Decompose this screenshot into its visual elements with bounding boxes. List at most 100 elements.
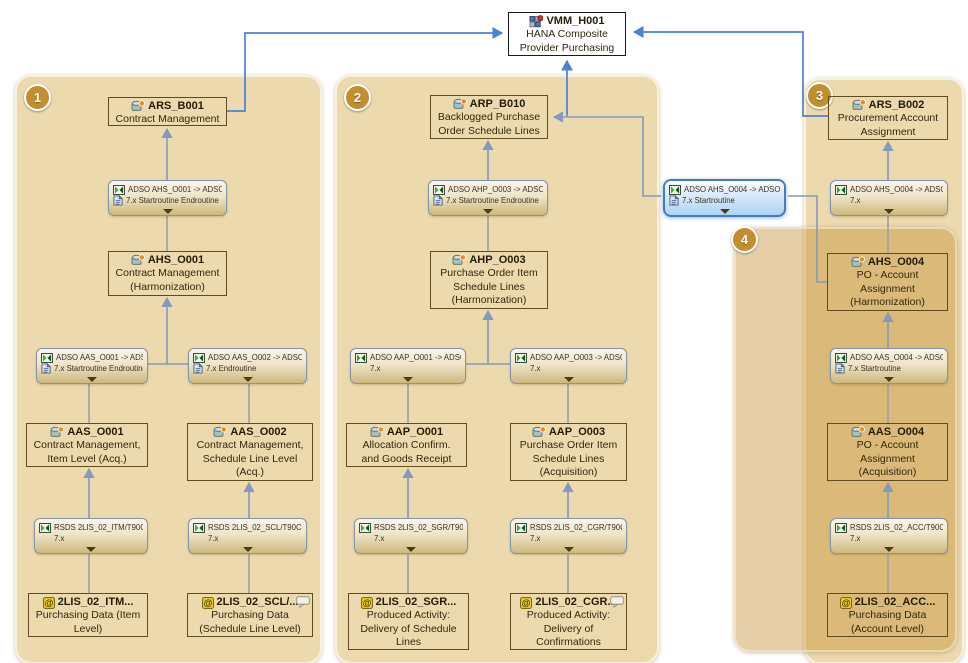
collapse-arrow-icon[interactable]	[242, 377, 253, 382]
node-vmm-h001[interactable]: VMM_H001 HANA Composite Provider Purchas…	[508, 12, 626, 56]
collapse-arrow-icon[interactable]	[86, 547, 96, 552]
tf-version-label: 7.x Startroutine Endroutine	[446, 196, 539, 205]
node-subtitle: Schedule Line Level	[202, 452, 298, 465]
collapse-arrow-icon[interactable]	[719, 209, 730, 214]
tf-rsds-cgr[interactable]: RSDS 2LIS_02_CGR/T90CLNT0... 7.x	[510, 518, 627, 554]
node-aas-o004[interactable]: AAS_O004 PO - Account Assignment (Acquis…	[827, 423, 948, 481]
routine-icon	[113, 195, 123, 206]
datasource-icon	[43, 597, 55, 609]
transformation-icon	[835, 523, 847, 533]
tf-mapping-label: ADSO AAP_O001 -> ADSO AH...	[370, 353, 461, 362]
collapse-arrow-icon[interactable]	[406, 547, 416, 552]
node-subtitle: Procurement Account	[837, 112, 939, 125]
node-2lis-02-itm[interactable]: 2LIS_02_ITM... Purchasing Data (Item Lev…	[28, 593, 148, 637]
tf-ahp-o003-to-ar[interactable]: ADSO AHP_O003 -> ADSO AR... 7.x Startrou…	[428, 180, 548, 216]
node-subtitle: Contract Management	[115, 267, 220, 280]
transformation-icon	[355, 353, 367, 363]
node-subtitle: Order Schedule Lines	[438, 124, 540, 137]
node-ahp-o003[interactable]: AHP_O003 Purchase Order Item Schedule Li…	[430, 251, 548, 309]
node-2lis-02-sgr[interactable]: 2LIS_02_SGR... Produced Activity: Delive…	[348, 593, 469, 650]
routine-icon	[835, 363, 845, 374]
adso-icon	[370, 426, 384, 439]
comment-icon[interactable]	[610, 596, 624, 608]
node-subtitle: (Account Level)	[851, 622, 924, 635]
collapse-arrow-icon[interactable]	[884, 547, 894, 552]
node-ars-b002[interactable]: ARS_B002 Procurement Account Assignment	[828, 96, 948, 140]
node-aap-o003[interactable]: AAP_O003 Purchase Order Item Schedule Li…	[510, 423, 627, 481]
transformation-icon	[359, 523, 371, 533]
collapse-arrow-icon[interactable]	[563, 377, 574, 382]
tf-mapping-label: ADSO AAS_O004 -> ADSO AH...	[850, 353, 943, 362]
tf-aas-o004-to-ah[interactable]: ADSO AAS_O004 -> ADSO AH... 7.x Startrou…	[830, 348, 948, 384]
node-2lis-02-acc[interactable]: 2LIS_02_ACC... Purchasing Data (Account …	[827, 593, 948, 637]
collapse-arrow-icon[interactable]	[563, 547, 574, 552]
tf-aas-o002-to-ah[interactable]: ADSO AAS_O002 -> ADSO AH... 7.x Endrouti…	[188, 348, 307, 384]
node-subtitle: HANA Composite	[526, 28, 608, 41]
collapse-arrow-icon[interactable]	[884, 377, 894, 382]
node-2lis-02-cgr[interactable]: 2LIS_02_CGR... Produced Activity: Delive…	[510, 593, 627, 650]
tf-aap-o001-to-ah[interactable]: ADSO AAP_O001 -> ADSO AH... 7.x	[350, 348, 466, 384]
transformation-icon	[41, 353, 53, 363]
collapse-arrow-icon[interactable]	[242, 547, 253, 552]
adso-icon	[851, 256, 865, 269]
collapse-arrow-icon[interactable]	[884, 209, 894, 214]
node-aas-o002[interactable]: AAS_O002 Contract Management, Schedule L…	[187, 423, 313, 481]
node-subtitle: Level)	[73, 622, 103, 635]
datasource-icon	[202, 597, 214, 609]
node-ahs-o001[interactable]: AHS_O001 Contract Management (Harmonizat…	[108, 251, 227, 296]
node-title: AAS_O002	[230, 426, 287, 438]
tf-aas-o001-to-ah[interactable]: ADSO AAS_O001 -> ADSO AH... 7.x Startrou…	[36, 348, 148, 384]
node-title: 2LIS_02_CGR...	[535, 596, 617, 608]
tf-version-label: 7.x	[374, 534, 385, 543]
node-subtitle: Item Level (Acq.)	[47, 452, 127, 465]
adso-icon	[453, 98, 467, 111]
tf-rsds-scl[interactable]: RSDS 2LIS_02_SCL/T90CLNT0... 7.x	[188, 518, 307, 554]
tf-version-label: 7.x Startroutine	[682, 196, 735, 205]
tf-ahs-o001-to-ars[interactable]: ADSO AHS_O001 -> ADSO AR... 7.x Startrou…	[108, 180, 227, 216]
tf-mapping-label: RSDS 2LIS_02_SGR/T90CLNT0...	[374, 523, 463, 532]
transformation-icon	[193, 523, 205, 533]
node-2lis-02-scl[interactable]: 2LIS_02_SCL/... Purchasing Data (Schedul…	[187, 593, 313, 637]
tf-mapping-label: ADSO AHS_O001 -> ADSO AR...	[128, 185, 222, 194]
comment-icon[interactable]	[296, 596, 310, 608]
tf-ahs-o004-to-ar[interactable]: ADSO AHS_O004 -> ADSO AR... 7.x	[830, 180, 948, 216]
group-4-badge: 4	[731, 226, 758, 253]
tf-version-label: 7.x	[208, 534, 219, 543]
node-title: AHS_O004	[867, 256, 925, 268]
node-ahs-o004[interactable]: AHS_O004 PO - Account Assignment (Harmon…	[827, 253, 948, 311]
collapse-arrow-icon[interactable]	[87, 377, 97, 382]
node-ars-b001[interactable]: ARS_B001 Contract Management	[108, 97, 227, 126]
node-title: AHP_O003	[469, 254, 526, 266]
tf-mapping-label: ADSO AAP_O003 -> ADSO AH...	[530, 353, 622, 362]
node-title: AAP_O001	[386, 426, 444, 438]
tf-version-label: 7.x	[530, 364, 541, 373]
transformation-icon	[835, 353, 847, 363]
node-arp-b010[interactable]: ARP_B010 Backlogged Purchase Order Sched…	[430, 95, 548, 139]
node-subtitle: Confirmations	[536, 636, 601, 649]
node-aas-o001[interactable]: AAS_O001 Contract Management, Item Level…	[26, 423, 148, 467]
tf-mapping-label: ADSO AHS_O004 -> ADSO AR...	[850, 185, 943, 194]
tf-rsds-sgr[interactable]: RSDS 2LIS_02_SGR/T90CLNT0... 7.x	[354, 518, 468, 554]
collapse-arrow-icon[interactable]	[162, 209, 173, 214]
node-subtitle: Purchasing Data (Item	[35, 609, 141, 622]
node-title: AAP_O003	[548, 426, 606, 438]
node-title: AHS_O001	[147, 254, 205, 266]
collapse-arrow-icon[interactable]	[483, 209, 493, 214]
collapse-arrow-icon[interactable]	[403, 377, 413, 382]
tf-ahs-o004-to-ar-selected[interactable]: ADSO AHS_O004 -> ADSO AR... 7.x Startrou…	[663, 179, 786, 217]
tf-aap-o003-to-ah[interactable]: ADSO AAP_O003 -> ADSO AH... 7.x	[510, 348, 627, 384]
node-subtitle: Allocation Confirm.	[362, 439, 451, 452]
tf-mapping-label: ADSO AHP_O003 -> ADSO AR...	[448, 185, 543, 194]
adso-icon	[131, 254, 145, 267]
tf-mapping-label: RSDS 2LIS_02_ACC/T90CLNT0...	[850, 523, 943, 532]
tf-version-label: 7.x	[850, 534, 861, 543]
tf-version-label: 7.x	[850, 196, 861, 205]
tf-version-label: 7.x Startroutine Endroutine	[54, 364, 143, 373]
node-subtitle: Purchasing Data	[211, 609, 289, 622]
node-aap-o001[interactable]: AAP_O001 Allocation Confirm. and Goods R…	[346, 423, 467, 467]
node-subtitle: Contract Management,	[33, 439, 141, 452]
tf-rsds-acc[interactable]: RSDS 2LIS_02_ACC/T90CLNT0... 7.x	[830, 518, 948, 554]
tf-rsds-itm[interactable]: RSDS 2LIS_02_ITM/T90CLNT0... 7.x	[34, 518, 148, 554]
node-subtitle: Assignment	[860, 452, 915, 465]
